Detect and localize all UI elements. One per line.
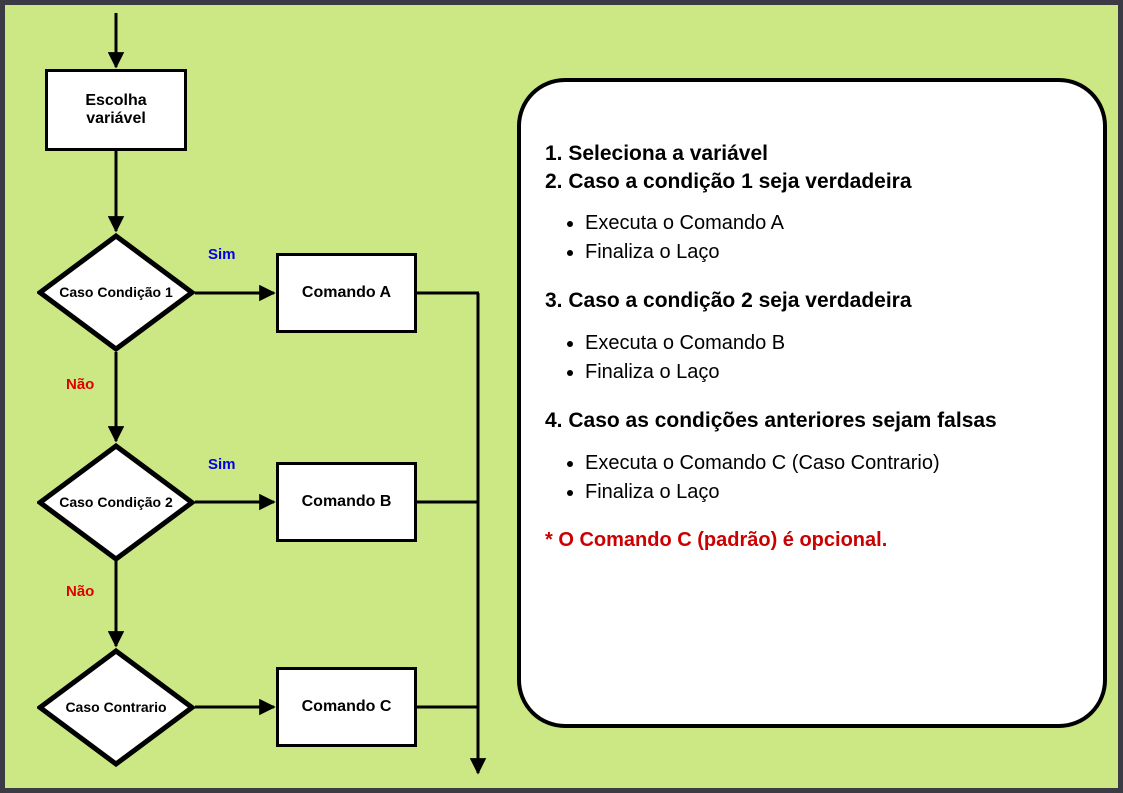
note-footnote: * O Comando C (padrão) é opcional. [545, 528, 888, 551]
node-decision-condicao-2[interactable]: Caso Condição 2 [37, 443, 195, 562]
note-heading-3: 3. Caso a condição 2 seja verdadeira [545, 289, 912, 313]
list-item: Finaliza o Laço [585, 238, 1073, 267]
list-item: Executa o Comando A [585, 209, 1073, 238]
note-heading-4: 4. Caso as condições anteriores sejam fa… [545, 409, 997, 433]
node-command-c[interactable]: Comando C [276, 667, 417, 747]
note-bullets-1: Executa o Comando A Finaliza o Laço [545, 209, 1073, 267]
list-item: Finaliza o Laço [585, 478, 1073, 507]
node-decision-caso-contrario[interactable]: Caso Contrario [37, 648, 195, 767]
node-command-b[interactable]: Comando B [276, 462, 417, 542]
edge-label-sim-2: Sim [208, 456, 236, 473]
node-decision-condicao-1[interactable]: Caso Condição 1 [37, 233, 195, 352]
edge-label-nao-2: Não [66, 583, 95, 600]
node-command-a[interactable]: Comando A [276, 253, 417, 333]
command-b-label: Comando B [301, 492, 392, 510]
list-item: Executa o Comando B [585, 329, 1073, 358]
flowchart-connectors [107, 13, 487, 775]
notes-panel: 1. Seleciona a variável 2. Caso a condiç… [517, 78, 1107, 728]
note-heading-2: 2. Caso a condição 1 seja verdadeira [545, 169, 912, 193]
diamond-shape-3 [37, 648, 195, 767]
list-item: Finaliza o Laço [585, 358, 1073, 387]
edge-label-sim-1: Sim [208, 246, 236, 263]
node-escolha-variavel[interactable]: Escolha variável [45, 69, 187, 151]
note-bullets-2: Executa o Comando B Finaliza o Laço [545, 329, 1073, 387]
diamond-shape-2 [37, 443, 195, 562]
edge-label-nao-1: Não [66, 376, 95, 393]
note-heading-1: 1. Seleciona a variável [545, 142, 768, 165]
node-escolha-variavel-line1: Escolha [85, 91, 147, 109]
command-a-label: Comando A [301, 283, 392, 301]
list-item: Executa o Comando C (Caso Contrario) [585, 449, 1073, 478]
note-bullets-3: Executa o Comando C (Caso Contrario) Fin… [545, 449, 1073, 507]
node-escolha-variavel-line2: variável [86, 110, 146, 127]
command-c-label: Comando C [301, 697, 392, 715]
diamond-shape-1 [37, 233, 195, 352]
